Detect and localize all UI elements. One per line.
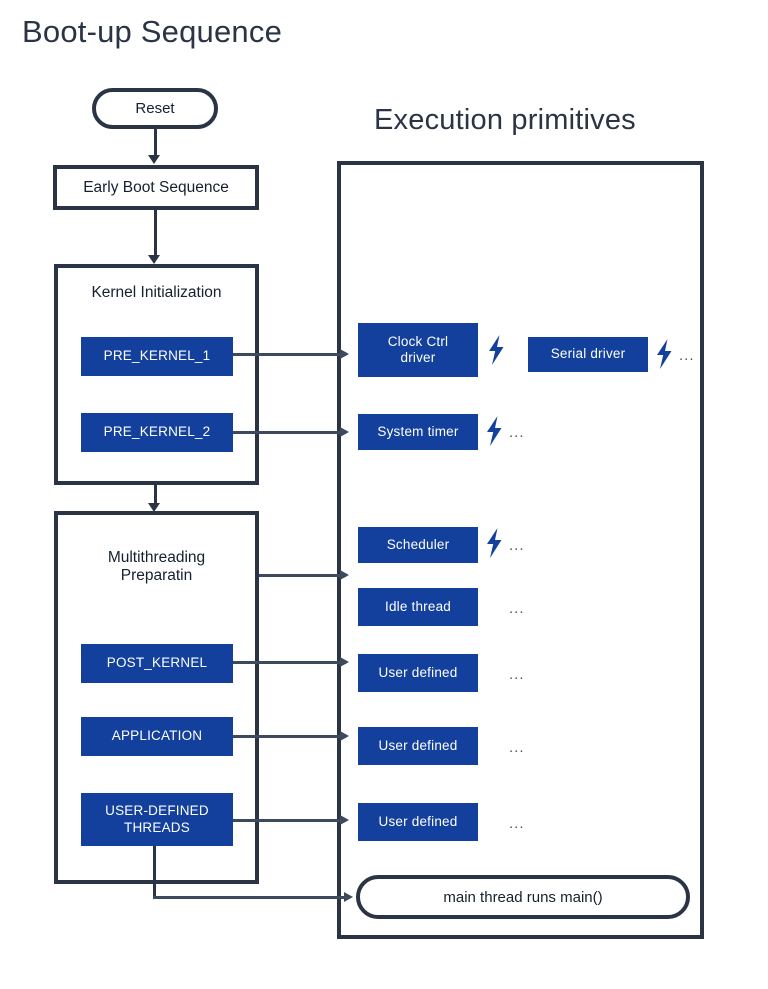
main-thread-node[interactable]: main thread runs main() [356,875,690,919]
connector-multithreading-to-scheduler [259,574,346,577]
primitive-clock-ctrl-driver[interactable]: Clock Ctrl driver [358,323,478,377]
main-thread-label: main thread runs main() [443,888,603,906]
kernel-initialization-heading: Kernel Initialization [91,284,222,302]
arrow-early-boot-to-kernel-init [148,255,160,264]
boot-level-application[interactable]: APPLICATION [81,717,233,756]
primitive-user-defined-1-ellipsis: ... [509,666,525,683]
connector-early-boot-to-kernel-init [154,210,157,257]
arrow-kernel-init-to-multithreading [148,503,160,512]
primitive-scheduler[interactable]: Scheduler [358,527,478,563]
lightning-bolt-icon [485,416,503,446]
primitive-user-defined-3[interactable]: User defined [358,803,478,841]
arrow-pre-kernel-2 [340,427,349,437]
primitive-user-defined-3-ellipsis: ... [509,815,525,832]
primitive-idle-thread-ellipsis: ... [509,600,525,617]
boot-level-pre-kernel-1[interactable]: PRE_KERNEL_1 [81,337,233,376]
connector-kernel-init-to-multithreading [154,485,157,507]
primitive-scheduler-ellipsis: ... [509,537,525,554]
primitive-user-defined-2[interactable]: User defined [358,727,478,765]
connector-user-threads-down [153,846,156,899]
reset-label: Reset [135,100,175,117]
arrow-post-kernel [340,657,349,667]
connector-application-to-user-defined [233,735,346,738]
connector-pre-kernel-2-to-system-timer [233,431,346,434]
connector-pre-kernel-1-to-clock-ctrl [233,353,346,356]
connector-user-threads-to-main-thread [153,896,348,899]
primitive-serial-driver-ellipsis: ... [679,347,695,364]
boot-level-post-kernel[interactable]: POST_KERNEL [81,644,233,683]
primitive-system-timer-ellipsis: ... [509,424,525,441]
primitive-idle-thread[interactable]: Idle thread [358,588,478,626]
arrow-main-thread [344,892,353,902]
primitive-user-defined-1[interactable]: User defined [358,654,478,692]
early-boot-sequence-label: Early Boot Sequence [83,178,229,196]
primitive-system-timer[interactable]: System timer [358,414,478,450]
reset-node[interactable]: Reset [92,88,218,129]
early-boot-sequence-node[interactable] [53,165,259,210]
primitive-serial-driver[interactable]: Serial driver [528,337,648,372]
lightning-bolt-icon [655,339,673,369]
boot-level-pre-kernel-2[interactable]: PRE_KERNEL_2 [81,413,233,452]
boot-sequence-title: Boot-up Sequence [22,14,283,49]
lightning-bolt-icon [487,335,505,365]
arrow-user-defined-threads [340,815,349,825]
lightning-bolt-icon [485,528,503,558]
execution-primitives-title: Execution primitives [374,104,636,136]
connector-reset-to-early-boot [154,129,157,157]
arrow-reset-to-early-boot [148,155,160,164]
arrow-multithreading-heading [340,570,349,580]
primitive-user-defined-2-ellipsis: ... [509,739,525,756]
boot-level-user-defined-threads[interactable]: USER-DEFINED THREADS [81,793,233,846]
arrow-application [340,731,349,741]
arrow-pre-kernel-1 [340,349,349,359]
multithreading-preparation-heading: Multithreading Preparatin [107,549,206,584]
connector-post-kernel-to-user-defined [233,661,346,664]
connector-user-threads-to-user-defined [233,819,346,822]
